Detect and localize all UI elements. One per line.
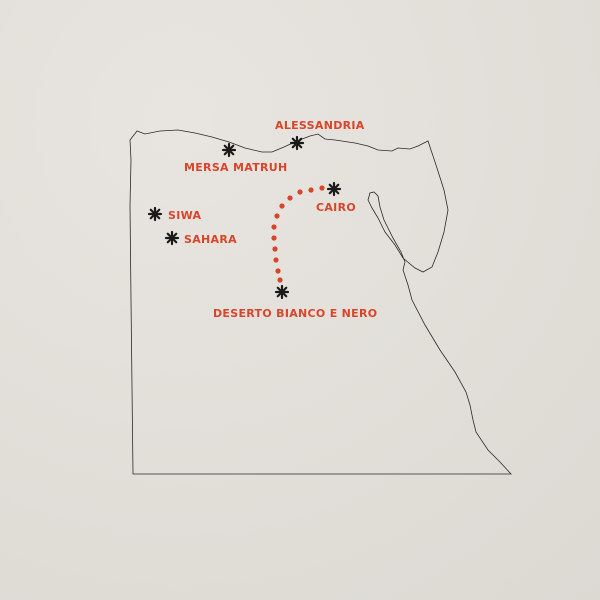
route-dot — [272, 246, 278, 252]
label-deserto-bianco-e-nero: DESERTO BIANCO E NERO — [213, 307, 377, 320]
route-dot — [271, 235, 277, 241]
marker-deserto-asterisk-icon — [274, 284, 290, 300]
route-dot — [297, 189, 303, 195]
label-mersa-matruh: MERSA MATRUH — [184, 161, 288, 174]
label-siwa: SIWA — [168, 209, 202, 222]
route-dot — [277, 277, 283, 283]
route-dot — [319, 185, 325, 191]
label-alessandria: ALESSANDRIA — [275, 119, 365, 132]
marker-alessandria-asterisk-icon — [289, 135, 305, 151]
route-dot — [308, 187, 314, 193]
marker-mersa-matruh-asterisk-icon — [221, 142, 237, 158]
egypt-outline — [129, 129, 512, 475]
route-dot — [279, 203, 285, 209]
route-dot — [275, 268, 281, 274]
marker-sahara-asterisk-icon — [164, 230, 180, 246]
marker-cairo-asterisk-icon — [326, 181, 342, 197]
route-dot — [287, 195, 293, 201]
marker-siwa-asterisk-icon — [147, 206, 163, 222]
route-dots — [271, 185, 325, 283]
route-dot — [273, 257, 279, 263]
route-dot — [274, 213, 280, 219]
label-sahara: SAHARA — [184, 233, 237, 246]
label-cairo: CAIRO — [316, 201, 356, 214]
route-dot — [271, 224, 277, 230]
